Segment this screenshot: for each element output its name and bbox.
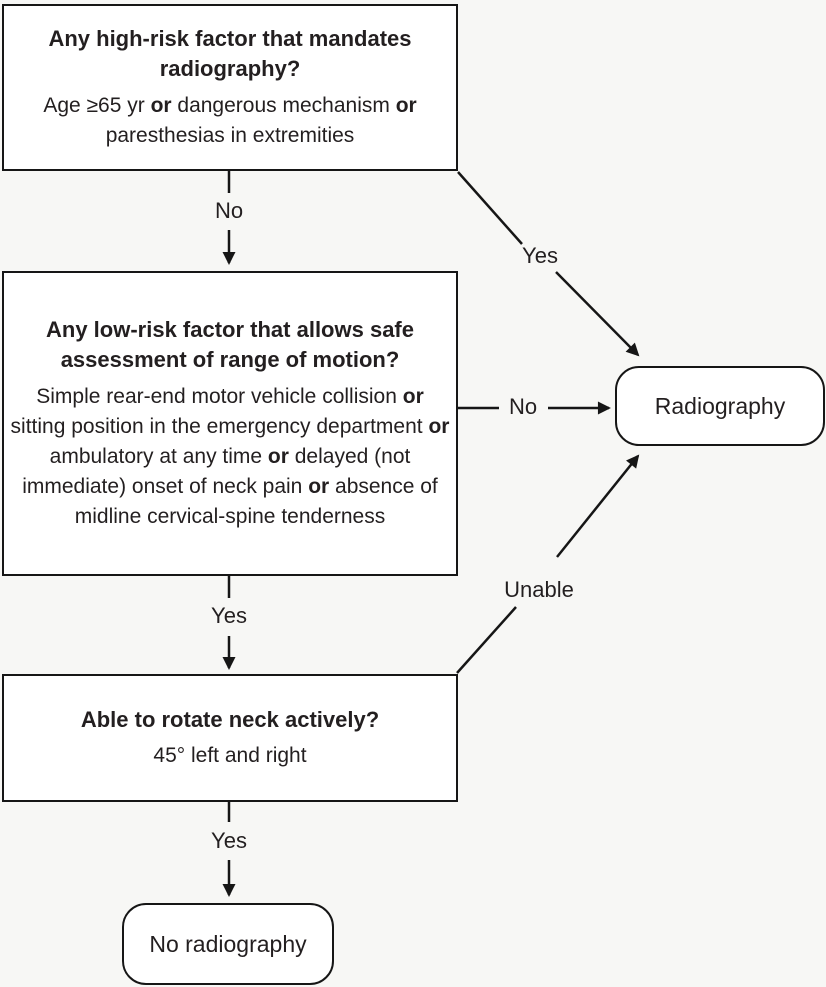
arrow-q1-to-radiography-stub [457, 171, 523, 245]
criteria-text: dangerous mechanism [171, 93, 396, 117]
edge-label-q2-no: No [508, 394, 538, 419]
edge-label-q3-yes: Yes [211, 828, 247, 853]
edge-label-q3-unable: Unable [504, 577, 574, 602]
criteria-text: absence of midline cervical-spine tender… [74, 474, 438, 528]
criteria-or: or [267, 444, 289, 468]
question-criteria: 45° left and right [151, 741, 308, 771]
criteria-text: Age ≥65 yr [43, 93, 151, 117]
criteria-text: paresthesias in extremities [105, 123, 355, 147]
criteria-text: delayed (not immediate) onset of neck pa… [22, 444, 411, 498]
criteria-or: or [428, 414, 450, 438]
criteria-text: 45° left and right [153, 744, 307, 768]
terminal-label: No radiography [149, 930, 307, 957]
criteria-or: or [402, 384, 424, 408]
edge-label-q1-yes: Yes [522, 243, 558, 268]
criteria-text: ambulatory at any time [49, 444, 268, 468]
criteria-or: or [308, 474, 330, 498]
edge-label-q1-no: No [214, 198, 244, 223]
question-box-rotate-neck: Able to rotate neck actively? 45° left a… [2, 674, 458, 802]
arrow-q3-to-radiography [556, 454, 640, 558]
criteria-or: or [395, 93, 417, 117]
question-criteria: Simple rear-end motor vehicle collision … [8, 382, 452, 532]
question-box-low-risk: Any low-risk factor that allows safe ass… [2, 271, 458, 576]
edge-label-q2-yes: Yes [211, 603, 247, 628]
arrow-q1-to-radiography [555, 271, 640, 357]
terminal-radiography: Radiography [615, 366, 825, 446]
terminal-no-radiography: No radiography [122, 903, 334, 985]
question-box-high-risk: Any high-risk factor that mandates radio… [2, 4, 458, 171]
question-criteria: Age ≥65 yr or dangerous mechanism or par… [8, 91, 452, 151]
question-title: Any high-risk factor that mandates radio… [48, 26, 412, 81]
question-title: Able to rotate neck actively? [80, 706, 380, 732]
criteria-text: sitting position in the emergency depart… [10, 414, 429, 438]
criteria-text: Simple rear-end motor vehicle collision [36, 384, 403, 408]
terminal-label: Radiography [654, 392, 786, 419]
criteria-or: or [150, 93, 172, 117]
arrow-q3-to-radiography-stub [456, 606, 517, 674]
question-title: Any low-risk factor that allows safe ass… [46, 317, 414, 372]
